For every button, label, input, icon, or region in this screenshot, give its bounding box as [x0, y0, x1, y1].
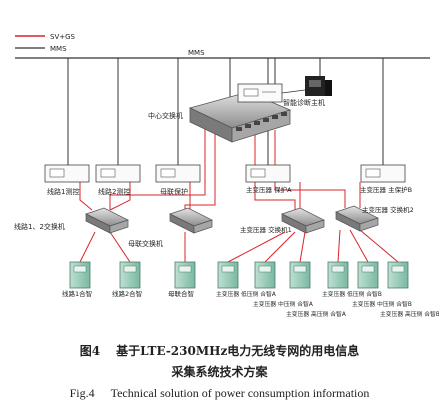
switch-transformer-1: 主变压器 交换机1 [240, 207, 325, 234]
merging-unit-label: 母联合智 [168, 289, 194, 298]
device-transformer-protection-a: 主变压器 保护A [245, 164, 292, 194]
device-transformer-protection-b: 主变压器 主保护B [360, 164, 412, 194]
merging-unit-label: 主变压器 中压侧 合智A [253, 300, 313, 308]
switch-bus-coupler: 母联交换机 [128, 207, 213, 248]
device-bus-coupler-protection: 母联保护 [155, 164, 201, 196]
switch-label: 母联交换机 [128, 239, 163, 248]
device-line2-protection: 线路2测控 [95, 164, 141, 196]
merging-unit-label: 主变压器 中压侧 合智B [352, 300, 412, 308]
merging-unit-line2: 线路2合智 [112, 261, 142, 298]
merging-unit-tr-low-a: 主变压器 低压侧 合智A [216, 261, 276, 298]
merging-unit-label: 线路1合智 [62, 289, 92, 298]
switch-icon [281, 207, 325, 234]
legend: SV+GS MMS [15, 33, 76, 53]
device-line1-protection: 线路1测控 [44, 164, 90, 196]
merging-unit-label: 主变压器 低压侧 合智B [322, 290, 382, 298]
switch-icon [335, 205, 379, 232]
caption-figure-number: 图4 [79, 344, 101, 358]
legend-mms-label: MMS [50, 45, 67, 53]
central-switch-label: 中心交换机 [148, 111, 183, 120]
switch-icon [85, 207, 129, 234]
device-label: 主变压器 保护A [246, 185, 292, 194]
merging-unit-tr-low-b: 主变压器 低压侧 合智B [322, 261, 382, 298]
caption-english-title: Technical solution of power consumption … [110, 386, 370, 400]
merging-unit-line1: 线路1合智 [62, 261, 92, 298]
server-icon [305, 76, 332, 96]
caption-english: Fig.4 Technical solution of power consump… [0, 386, 439, 401]
merging-unit-tr-mid-b: 主变压器 中压侧 合智B [352, 261, 412, 308]
switch-icon [169, 207, 213, 234]
caption-line-1: 图4 基于LTE-230MHz电力无线专网的用电信息 [0, 342, 439, 359]
legend-sv-label: SV+GS [50, 33, 76, 41]
switch-label: 主变压器 交换机1 [240, 225, 292, 234]
switch-line-1-2: 线路1、2交换机 [14, 207, 129, 234]
system-diagram: SV+GS MMS MMS [14, 33, 439, 318]
device-label: 母联保护 [160, 187, 188, 196]
sv-links [79, 95, 399, 263]
mms-bus-label: MMS [188, 49, 205, 57]
device-label: 线路1测控 [47, 187, 79, 196]
device-label: 主变压器 主保护B [360, 185, 412, 194]
mms-links [67, 58, 384, 165]
diagnostic-host-label: 智能诊断主机 [283, 98, 325, 107]
caption-title: 基于LTE-230MHz电力无线专网的用电信息 [116, 344, 360, 358]
merging-unit-label: 线路2合智 [112, 289, 142, 298]
merging-unit-label: 主变压器 高压侧 合智A [286, 310, 346, 318]
diagnostic-host: 智能诊断主机 [237, 76, 332, 107]
device-label: 线路2测控 [98, 187, 130, 196]
switch-label: 主变压器 交换机2 [362, 205, 414, 214]
merging-unit-bus-coupler: 母联合智 [168, 261, 196, 298]
caption-line-2: 采集系统技术方案 [171, 365, 268, 379]
merging-unit-tr-high-a: 主变压器 高压侧 合智A [286, 261, 346, 318]
merging-unit-tr-high-b: 主变压器 高压侧 合智B [380, 261, 439, 318]
switch-label: 线路1、2交换机 [14, 222, 65, 231]
merging-unit-tr-mid-a: 主变压器 中压侧 合智A [253, 261, 313, 308]
merging-unit-label: 主变压器 高压侧 合智B [380, 310, 439, 318]
switch-transformer-2: 主变压器 交换机2 [335, 205, 414, 232]
merging-unit-label: 主变压器 低压侧 合智A [216, 290, 276, 298]
caption-english-figure-number: Fig.4 [69, 386, 95, 400]
